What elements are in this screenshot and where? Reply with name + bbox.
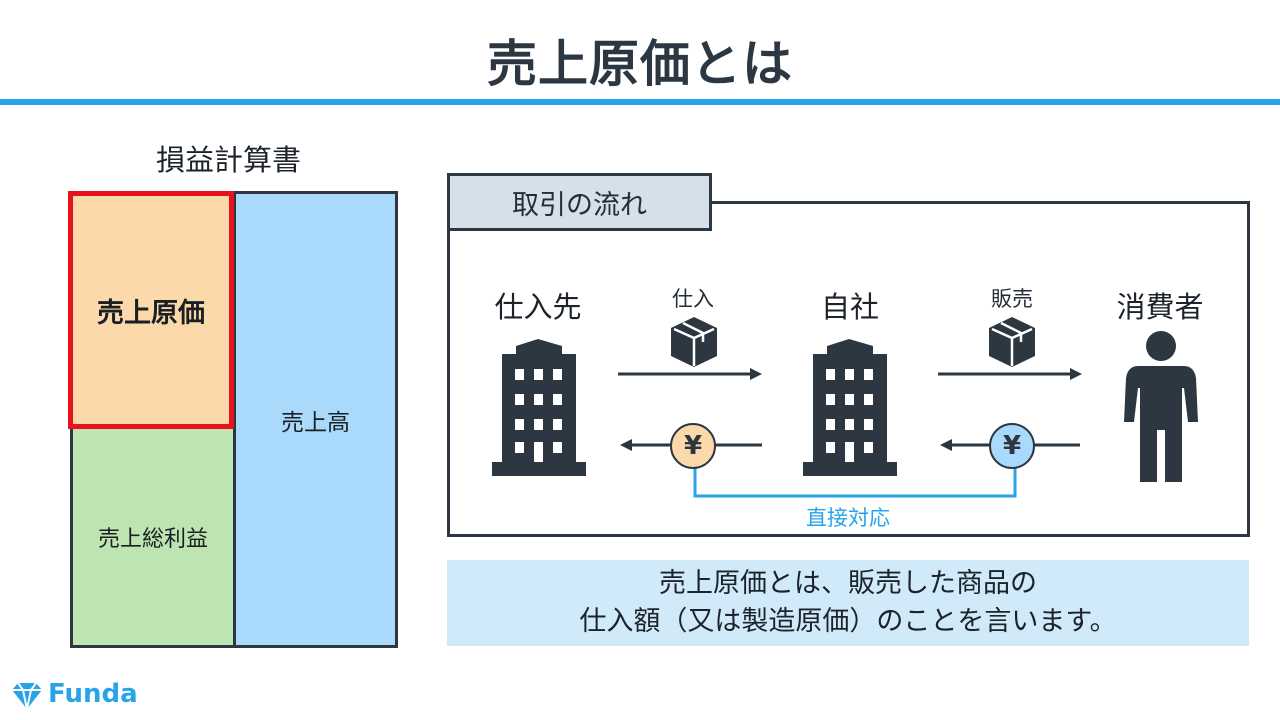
consumer-person-icon xyxy=(1124,331,1198,482)
direct-correspondence-label: 直接対応 xyxy=(806,506,890,530)
yen-symbol: ¥ xyxy=(1002,431,1022,461)
purchase-package-icon xyxy=(671,317,717,367)
supplier-building-icon xyxy=(492,339,586,476)
purchase-label: 仕入 xyxy=(672,287,714,311)
company-label: 自社 xyxy=(820,290,879,324)
sale-payment-coin-icon: ¥ xyxy=(989,423,1035,469)
transaction-flow-tab: 取引の流れ xyxy=(447,173,712,231)
gross-profit-label: 売上総利益 xyxy=(97,526,208,552)
supplier-label: 仕入先 xyxy=(494,290,582,324)
transaction-flow-panel xyxy=(447,201,1250,537)
summary-box: 売上原価とは、販売した商品の 仕入額（又は製造原価）のことを言います。 xyxy=(447,560,1249,646)
sales-label: 売上高 xyxy=(281,409,350,436)
diamond-logo-icon xyxy=(12,682,42,710)
transaction-flow-tab-label: 取引の流れ xyxy=(512,189,647,221)
income-statement-title: 損益計算書 xyxy=(156,143,302,177)
sales-block: 売上高 xyxy=(233,191,398,648)
summary-line-1: 売上原価とは、販売した商品の xyxy=(659,568,1037,599)
yen-symbol: ¥ xyxy=(683,431,703,461)
purchase-payment-coin-icon: ¥ xyxy=(670,423,716,469)
cogs-label: 売上原価 xyxy=(97,297,205,329)
summary-line-2: 仕入額（又は製造原価）のことを言います。 xyxy=(579,606,1117,637)
sale-label: 販売 xyxy=(991,287,1033,311)
title-underline xyxy=(0,99,1280,105)
gross-profit-block: 売上総利益 xyxy=(70,425,236,648)
cogs-block: 売上原価 xyxy=(68,191,234,429)
page-title: 売上原価とは xyxy=(487,35,793,93)
consumer-label: 消費者 xyxy=(1116,290,1204,324)
company-building-icon xyxy=(803,339,897,476)
funda-logo-text: Funda xyxy=(48,679,138,709)
sale-package-icon xyxy=(989,317,1035,367)
